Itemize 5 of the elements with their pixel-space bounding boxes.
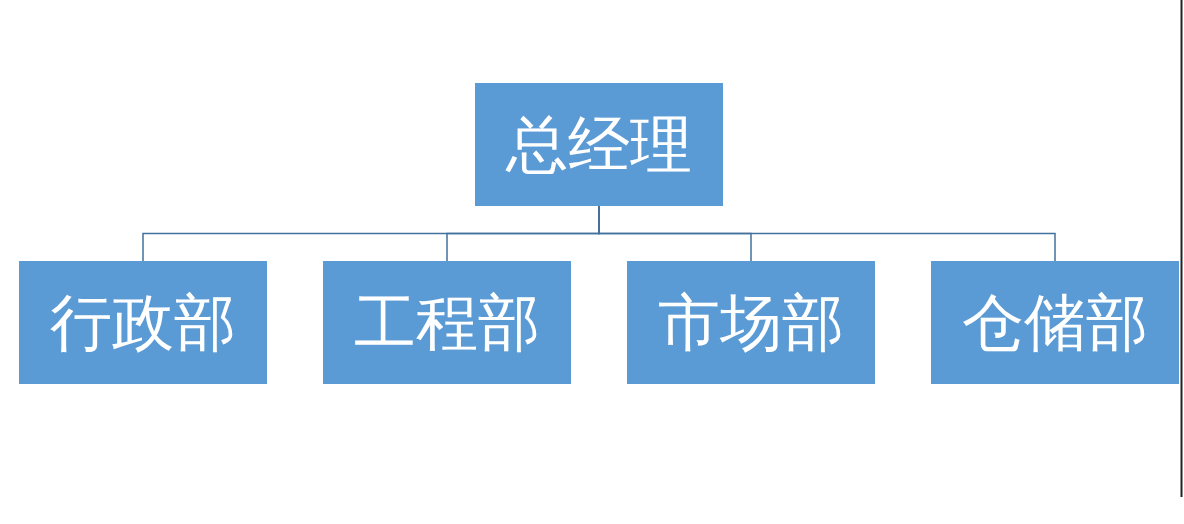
org-chart-box: 市场部: [627, 261, 875, 384]
org-chart-box: 总经理: [475, 83, 723, 206]
org-chart-box: 工程部: [323, 261, 571, 384]
org-chart-box: 仓储部: [931, 261, 1179, 384]
org-chart-box: 行政部: [19, 261, 267, 384]
